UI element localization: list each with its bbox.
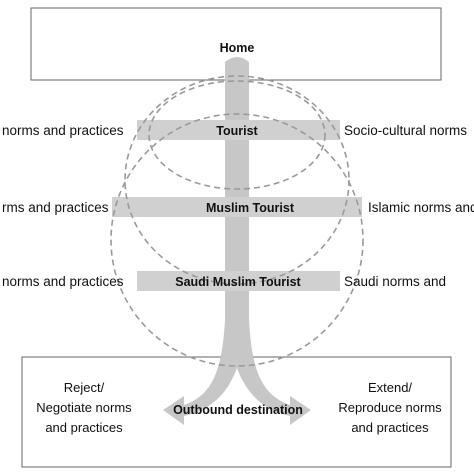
band-saudi-right-label: Saudi norms and: [344, 274, 446, 289]
band-saudi-left-bg: [0, 269, 137, 293]
band-tourist-right-bg: [340, 118, 474, 142]
band-tourist-center-label: Tourist: [216, 124, 258, 138]
band-muslim-right-bg: [362, 195, 474, 219]
band-muslim-tourist: [0, 197, 474, 217]
stem-top: [225, 57, 249, 120]
destination-left-line-1: Reject/: [64, 380, 105, 395]
band-muslim-center-label: Muslim Tourist: [206, 201, 295, 215]
stem-segment-1: [225, 140, 249, 197]
destination-right-line-2: Reproduce norms: [338, 400, 442, 415]
destination-box: [21, 356, 452, 468]
destination-left-line-2: Negotiate norms: [36, 400, 132, 415]
band-tourist-left-bg: [0, 118, 137, 142]
destination-right-line-1: Extend/: [368, 380, 412, 395]
destination-left-line-3: and practices: [45, 420, 123, 435]
right-curved-arrow: [229, 320, 311, 425]
band-saudi-right-bg: [340, 269, 474, 293]
band-saudi-left-label: norms and practices: [2, 274, 124, 289]
upper-dashed-ellipse: [148, 80, 326, 190]
home-label: Home: [220, 41, 255, 55]
band-muslim-left-label: rms and practices: [2, 200, 109, 215]
band-muslim-right-label: Islamic norms and: [368, 200, 474, 215]
destination-right-line-3: and practices: [351, 420, 429, 435]
band-saudi-center-label: Saudi Muslim Tourist: [175, 275, 301, 289]
dashed-spheres: [110, 75, 364, 367]
stem-segment-2: [225, 217, 249, 271]
middle-dashed-ellipse: [124, 75, 350, 285]
flow-arrow: [163, 57, 311, 425]
band-muslim-left-bg: [0, 195, 112, 219]
left-curved-arrow: [163, 320, 245, 425]
destination-label: Outbound destination: [173, 403, 303, 417]
outer-dashed-circle: [110, 113, 364, 367]
band-tourist-right-label: Socio-cultural norms: [344, 123, 467, 138]
band-tourist-left-label: norms and practices: [2, 123, 124, 138]
